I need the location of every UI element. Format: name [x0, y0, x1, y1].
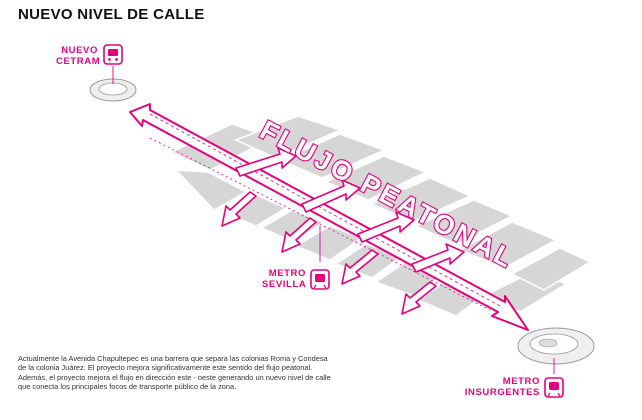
city-block: [414, 199, 514, 245]
insurgentes-label: METRO INSURGENTES: [462, 376, 540, 398]
leader-lines: [112, 66, 555, 374]
metro-insurgentes-icon: [544, 377, 564, 398]
city-block: [458, 221, 558, 269]
branch-arrow: [411, 243, 465, 273]
flow-arrow: [129, 103, 529, 331]
bus-icon: [103, 44, 123, 65]
branch-arrow: [281, 217, 317, 253]
page-title: NUEVO NIVEL DE CALLE: [18, 6, 205, 23]
branch-arrow: [301, 179, 361, 213]
sevilla-label-line2: SEVILLA: [262, 279, 307, 290]
metro-sevilla-icon: [310, 269, 330, 290]
description-caption: Actualmente la Avenida Chapultepec es un…: [18, 354, 331, 392]
insurgentes-label-line2: INSURGENTES: [464, 387, 540, 398]
branch-arrow: [221, 191, 257, 227]
branch-arrow: [235, 147, 297, 177]
branch-arrows: [221, 147, 465, 315]
cetram-label: NUEVO CETRAM: [56, 45, 101, 67]
cetram-roundabout: [89, 78, 137, 102]
city-block: [260, 209, 326, 243]
cetram-label-line1: NUEVO: [61, 45, 98, 56]
sevilla-label: METRO SEVILLA: [262, 268, 306, 290]
city-block: [174, 169, 248, 211]
sevilla-label-line1: METRO: [268, 268, 306, 279]
insurgentes-roundabout: [517, 327, 595, 365]
insurgentes-label-line1: METRO: [502, 376, 540, 387]
branch-arrow: [357, 211, 415, 243]
branch-arrow: [401, 281, 437, 315]
branch-arrow: [341, 249, 379, 285]
city-block: [510, 247, 592, 291]
city-block: [234, 115, 343, 159]
city-block: [278, 133, 386, 179]
cetram-label-line2: CETRAM: [56, 56, 101, 67]
